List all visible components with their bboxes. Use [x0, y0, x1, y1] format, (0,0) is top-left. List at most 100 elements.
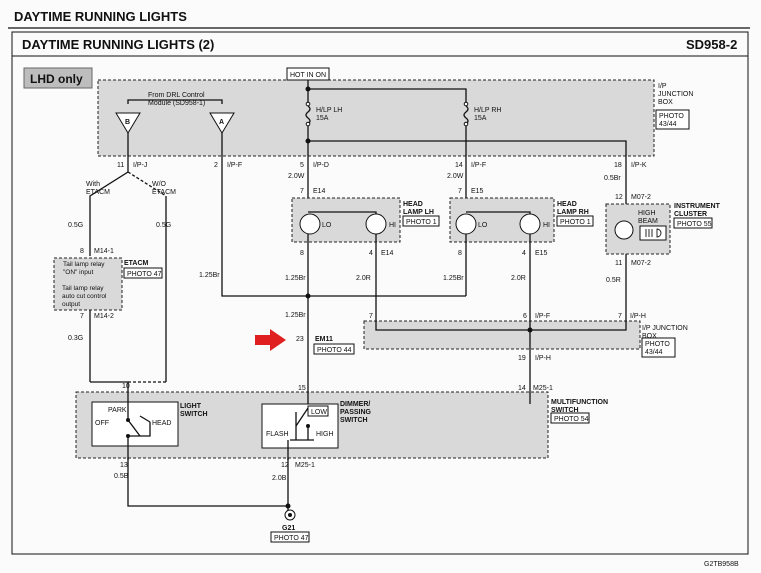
mfs-pin-14: 14 — [518, 385, 526, 392]
head-rh-lo: LO — [478, 222, 488, 229]
pin-2: 2 — [214, 162, 218, 169]
cluster-photo: PHOTO 55 — [677, 221, 712, 228]
diagram-frame — [11, 31, 749, 555]
connector-a-label: A — [219, 119, 224, 126]
em11-conn: EM11 — [315, 336, 333, 343]
wire-20r-b: 2.0R — [511, 275, 526, 282]
wire-03g: 0.3G — [68, 335, 83, 342]
fuse-lh-icon — [305, 105, 311, 125]
head-lh-pin-8: 8 — [300, 250, 304, 257]
em11-pin-23: 23 — [296, 336, 304, 343]
ip2-pin-19: 19 — [518, 355, 526, 362]
mfs-conn-m25-1-b: M25-1 — [295, 462, 315, 469]
head-rh-photo-box — [556, 215, 594, 227]
dimmer-high: HIGH — [316, 431, 334, 438]
wire-125br-a: 1.25Br — [199, 272, 220, 279]
ground-photo-box — [270, 531, 310, 543]
mfs-photo-box — [550, 412, 590, 424]
light-off: OFF — [95, 420, 109, 427]
head-rh-conn-e15-b: E15 — [535, 250, 548, 257]
etacm-photo-box — [123, 267, 163, 279]
head-lh-conn-e14-b: E14 — [381, 250, 394, 257]
ip-junction-box-top — [97, 79, 655, 157]
head-rh-pin-4: 4 — [522, 250, 526, 257]
red-arrow-icon — [255, 329, 286, 351]
light-switch-box — [91, 401, 179, 447]
high-beam-indicator-icon — [639, 225, 667, 241]
head-lamp-rh-hi-bulb-icon — [519, 213, 541, 235]
ip2-pin-6: 6 — [523, 313, 527, 320]
wire-05br-a: 0.5Br — [604, 175, 621, 182]
etacm-text-1: Tail lamp relay"ON" input — [63, 261, 105, 276]
ip-box-photo-box — [655, 109, 690, 130]
wire-20b: 2.0B — [272, 475, 287, 482]
ground-photo: PHOTO 47 — [274, 535, 309, 542]
wire-125br-b: 1.25Br — [285, 275, 306, 282]
cluster-pin-11: 11 — [615, 260, 622, 267]
head-lh-photo-box — [402, 215, 440, 227]
etacm-box — [53, 257, 123, 311]
pin-5: 5 — [300, 162, 304, 169]
etacm-conn-m14-2: M14-2 — [94, 313, 114, 320]
mfs-pin-12: 12 — [281, 462, 289, 469]
mfs-conn-m25-1: M25-1 — [533, 385, 553, 392]
footer-code: G2TB958B — [704, 561, 739, 568]
wire-05b: 0.5B — [114, 473, 129, 480]
pin-ip-k: I/P-K — [631, 162, 647, 169]
ip2-ip-f: I/P-F — [535, 313, 550, 320]
wire-05r: 0.5R — [606, 277, 621, 284]
light-park: PARK — [108, 407, 127, 414]
fuse-rh-icon — [463, 105, 469, 125]
head-lh-photo: PHOTO 1 — [406, 219, 437, 226]
em11-photo: PHOTO 44 — [317, 347, 352, 354]
connector-a-icon — [209, 112, 235, 134]
etacm-label: ETACM — [124, 260, 149, 267]
wire-05g-a: 0.5G — [68, 222, 83, 229]
head-rh-conn-e15: E15 — [471, 188, 484, 195]
pin-ip-j: I/P-J — [133, 162, 147, 169]
dimmer-low: LOW — [311, 409, 327, 416]
head-lh-pin-7: 7 — [300, 188, 304, 195]
pin-ip-f: I/P-F — [227, 162, 242, 169]
pin-14: 14 — [455, 162, 463, 169]
connector-b-icon — [115, 112, 141, 134]
pin-11: 11 — [117, 162, 124, 169]
cluster-photo-box — [673, 217, 713, 229]
wire-125br-c: 1.25Br — [443, 275, 464, 282]
mfs-pin-15: 15 — [298, 385, 306, 392]
etacm-pin-8: 8 — [80, 248, 84, 255]
etacm-pin-7: 7 — [80, 313, 84, 320]
variant-badge-label: LHD only — [30, 72, 83, 86]
wire-20w-a: 2.0W — [288, 173, 305, 180]
cluster-pin-12: 12 — [615, 194, 623, 201]
ip2-ip-h: I/P-H — [630, 313, 646, 320]
ip2-pin-7: 7 — [369, 313, 373, 320]
mfs-photo: PHOTO 54 — [554, 416, 589, 423]
wire-20w-b: 2.0W — [447, 173, 464, 180]
wire-125br-d: 1.25Br — [285, 312, 306, 319]
doc-code: SD958-2 — [686, 37, 737, 52]
head-rh-hi: HI — [543, 222, 550, 229]
ip2-photo-box — [641, 337, 676, 358]
variant-badge — [23, 67, 93, 89]
head-lamp-rh-lo-bulb-icon — [455, 213, 477, 235]
head-lamp-lh-hi-bulb-icon — [365, 213, 387, 235]
section-title: DAYTIME RUNNING LIGHTS (2) — [22, 37, 214, 52]
etacm-conn-m14-1: M14-1 — [94, 248, 114, 255]
mfs-pin-13: 13 — [120, 462, 128, 469]
ground-g21-label: G21 — [282, 525, 295, 532]
head-lh-lo: LO — [322, 222, 332, 229]
